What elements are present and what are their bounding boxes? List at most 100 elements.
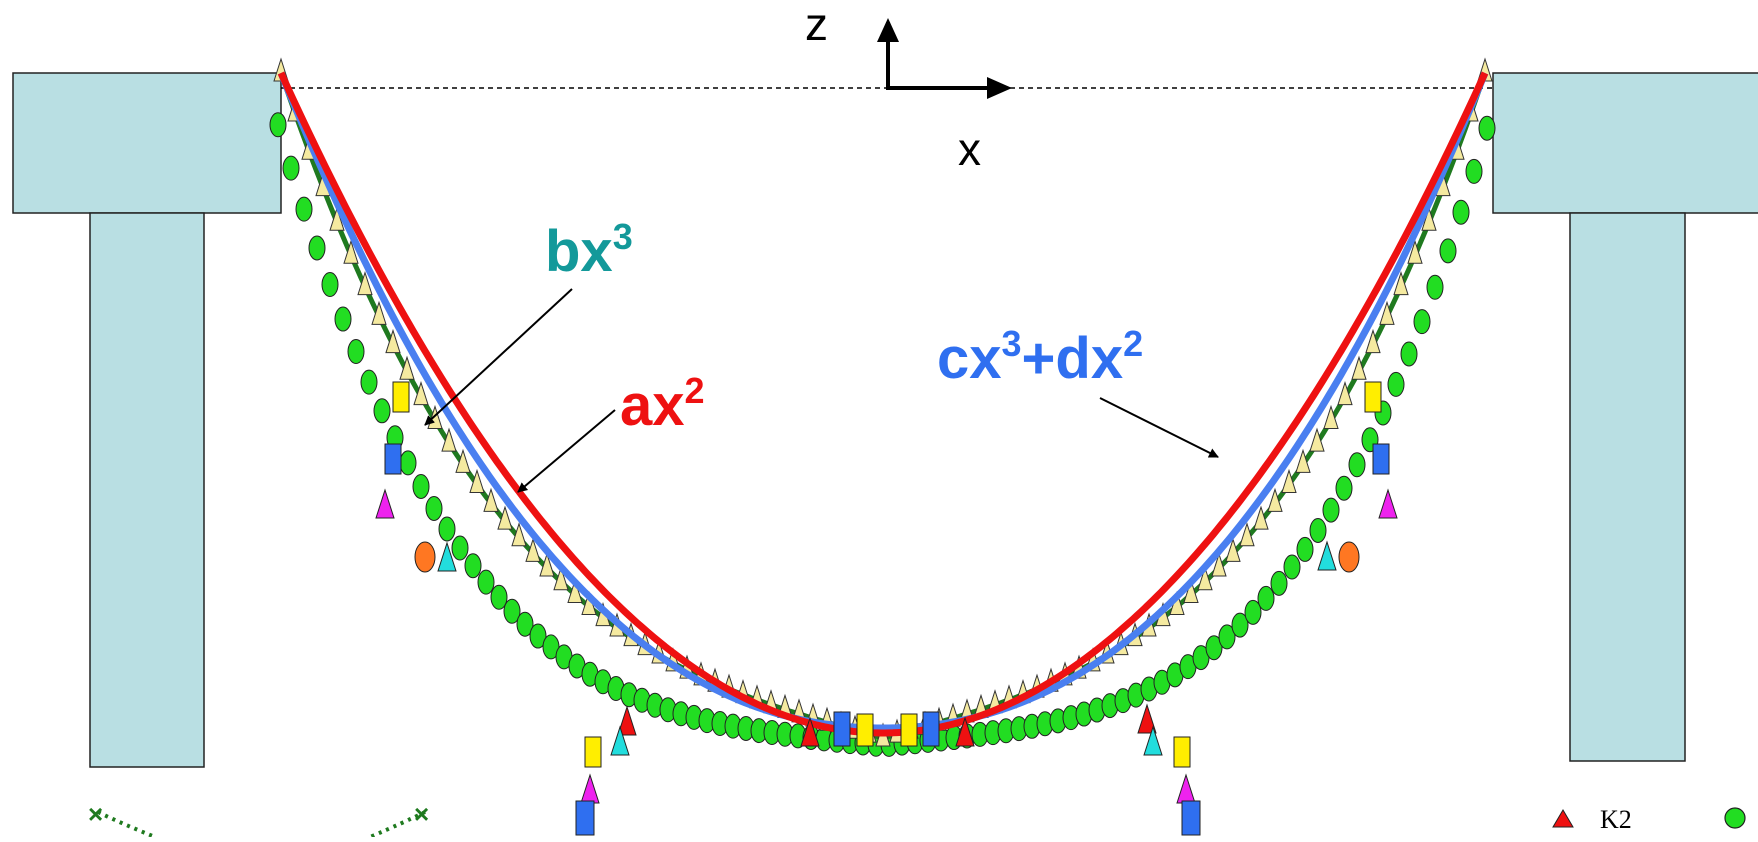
legend-k2-label: K2 — [1600, 805, 1632, 834]
rect-marker-icon — [384, 443, 402, 475]
circle-marker-icon — [1400, 341, 1418, 367]
x-axis-label: x — [958, 123, 981, 175]
circle-marker-icon — [412, 473, 430, 499]
rect-marker-icon — [900, 713, 918, 747]
circle-marker-icon — [1322, 497, 1340, 523]
circle-marker-icon — [295, 196, 313, 222]
rect-marker-icon — [922, 711, 940, 747]
triangle-marker-icon — [1317, 540, 1337, 571]
circle-marker-icon — [1478, 115, 1496, 141]
triangle-marker-icon — [329, 206, 345, 231]
triangle-marker-icon — [1239, 522, 1255, 547]
circle-marker-icon — [308, 235, 326, 261]
z-arrowhead-icon — [877, 18, 899, 42]
triangle-marker-icon — [1267, 487, 1283, 512]
right-pillar-cap — [1492, 72, 1758, 214]
ax2-red-curve — [277, 71, 1489, 737]
dotted-connector — [97, 810, 156, 839]
circle-marker-icon — [360, 369, 378, 395]
triangle-marker-icon — [1421, 206, 1437, 231]
ax2-label: ax2 — [620, 370, 705, 438]
circle-marker-icon — [321, 272, 339, 298]
circle-marker-icon — [282, 155, 300, 181]
ax2-pointer-arrow-icon — [517, 409, 616, 493]
rect-marker-icon — [1372, 443, 1390, 475]
circle-marker-icon — [477, 569, 495, 595]
legend-green-circle-marker-icon — [1724, 807, 1746, 829]
triangle-marker-icon — [385, 328, 401, 354]
x-arrowhead-icon — [987, 77, 1012, 99]
circle-marker-icon — [269, 112, 287, 138]
circle-marker-icon — [503, 598, 521, 624]
left-pillar-cap — [12, 72, 282, 214]
circle-marker-icon — [1452, 199, 1470, 225]
triangle-marker-icon — [1253, 505, 1269, 530]
circle-marker-icon — [1270, 570, 1288, 596]
circle-marker-icon — [1426, 274, 1444, 300]
triangle-marker-icon — [357, 270, 373, 296]
circle-marker-icon — [373, 398, 391, 424]
circle-marker-icon — [1231, 612, 1249, 638]
circle-marker-icon — [334, 306, 352, 332]
cross-marker-icon: × — [88, 799, 103, 829]
bx3-pointer-arrow-icon — [424, 288, 573, 426]
triangle-marker-icon — [1337, 380, 1353, 406]
circle-marker-icon — [414, 541, 436, 573]
circle-marker-icon — [1283, 554, 1301, 580]
rect-marker-icon — [833, 711, 851, 747]
rect-marker-icon — [1364, 381, 1382, 413]
triangle-marker-icon — [610, 725, 630, 756]
circle-marker-icon — [490, 584, 508, 610]
circle-marker-icon — [1439, 238, 1457, 264]
triangle-marker-icon — [497, 505, 513, 530]
special-markers — [375, 381, 1398, 836]
green-circle-markers — [269, 112, 1496, 757]
triangle-marker-icon — [1197, 566, 1213, 591]
circle-marker-icon — [1309, 517, 1327, 543]
circle-marker-icon — [425, 495, 443, 521]
circle-marker-icon — [1465, 158, 1483, 184]
cross-marker-icon: × — [414, 799, 429, 829]
triangle-marker-icon — [375, 488, 395, 519]
triangle-marker-icon — [455, 448, 471, 473]
triangle-marker-icon — [399, 355, 415, 380]
triangle-marker-icon — [525, 537, 541, 562]
z-axis-label: z — [805, 0, 828, 50]
triangle-marker-icon — [1365, 328, 1381, 354]
rect-marker-icon — [575, 800, 595, 836]
circle-marker-icon — [464, 553, 482, 579]
circle-marker-icon — [451, 535, 469, 561]
left-pillar-column — [89, 212, 205, 768]
triangle-marker-icon — [511, 522, 527, 547]
triangle-marker-icon — [580, 773, 600, 804]
triangle-marker-icon — [1211, 552, 1227, 577]
dotted-connector-2 — [369, 810, 426, 839]
triangle-marker-icon — [1378, 488, 1398, 519]
left-pillar — [12, 72, 282, 768]
circle-marker-icon — [1218, 624, 1236, 650]
triangle-marker-icon — [437, 541, 457, 572]
triangle-marker-icon — [1351, 355, 1367, 380]
triangle-marker-icon — [1379, 300, 1395, 325]
triangle-marker-icon — [800, 716, 820, 747]
bottom-left-cross-markers: × × — [88, 799, 429, 839]
right-pillar-column — [1569, 212, 1686, 762]
circle-marker-icon — [1348, 452, 1366, 478]
triangle-marker-icon — [1176, 773, 1196, 804]
cx3dx2-label: cx3+dx2 — [937, 323, 1143, 391]
circle-marker-icon — [1413, 309, 1431, 335]
rect-marker-icon — [392, 381, 410, 413]
rect-marker-icon — [1173, 736, 1191, 768]
circle-marker-icon — [1244, 599, 1262, 625]
circle-marker-icon — [516, 611, 534, 637]
rect-marker-icon — [584, 736, 602, 768]
circle-marker-icon — [1296, 536, 1314, 562]
triangle-marker-icon — [483, 487, 499, 512]
triangle-marker-icon — [539, 552, 555, 577]
circle-marker-icon — [1387, 371, 1405, 397]
rect-marker-icon — [1181, 800, 1201, 836]
right-pillar — [1492, 72, 1758, 762]
triangle-marker-icon — [1143, 725, 1163, 756]
triangle-marker-icon — [371, 300, 387, 325]
circle-marker-icon — [1338, 541, 1360, 573]
